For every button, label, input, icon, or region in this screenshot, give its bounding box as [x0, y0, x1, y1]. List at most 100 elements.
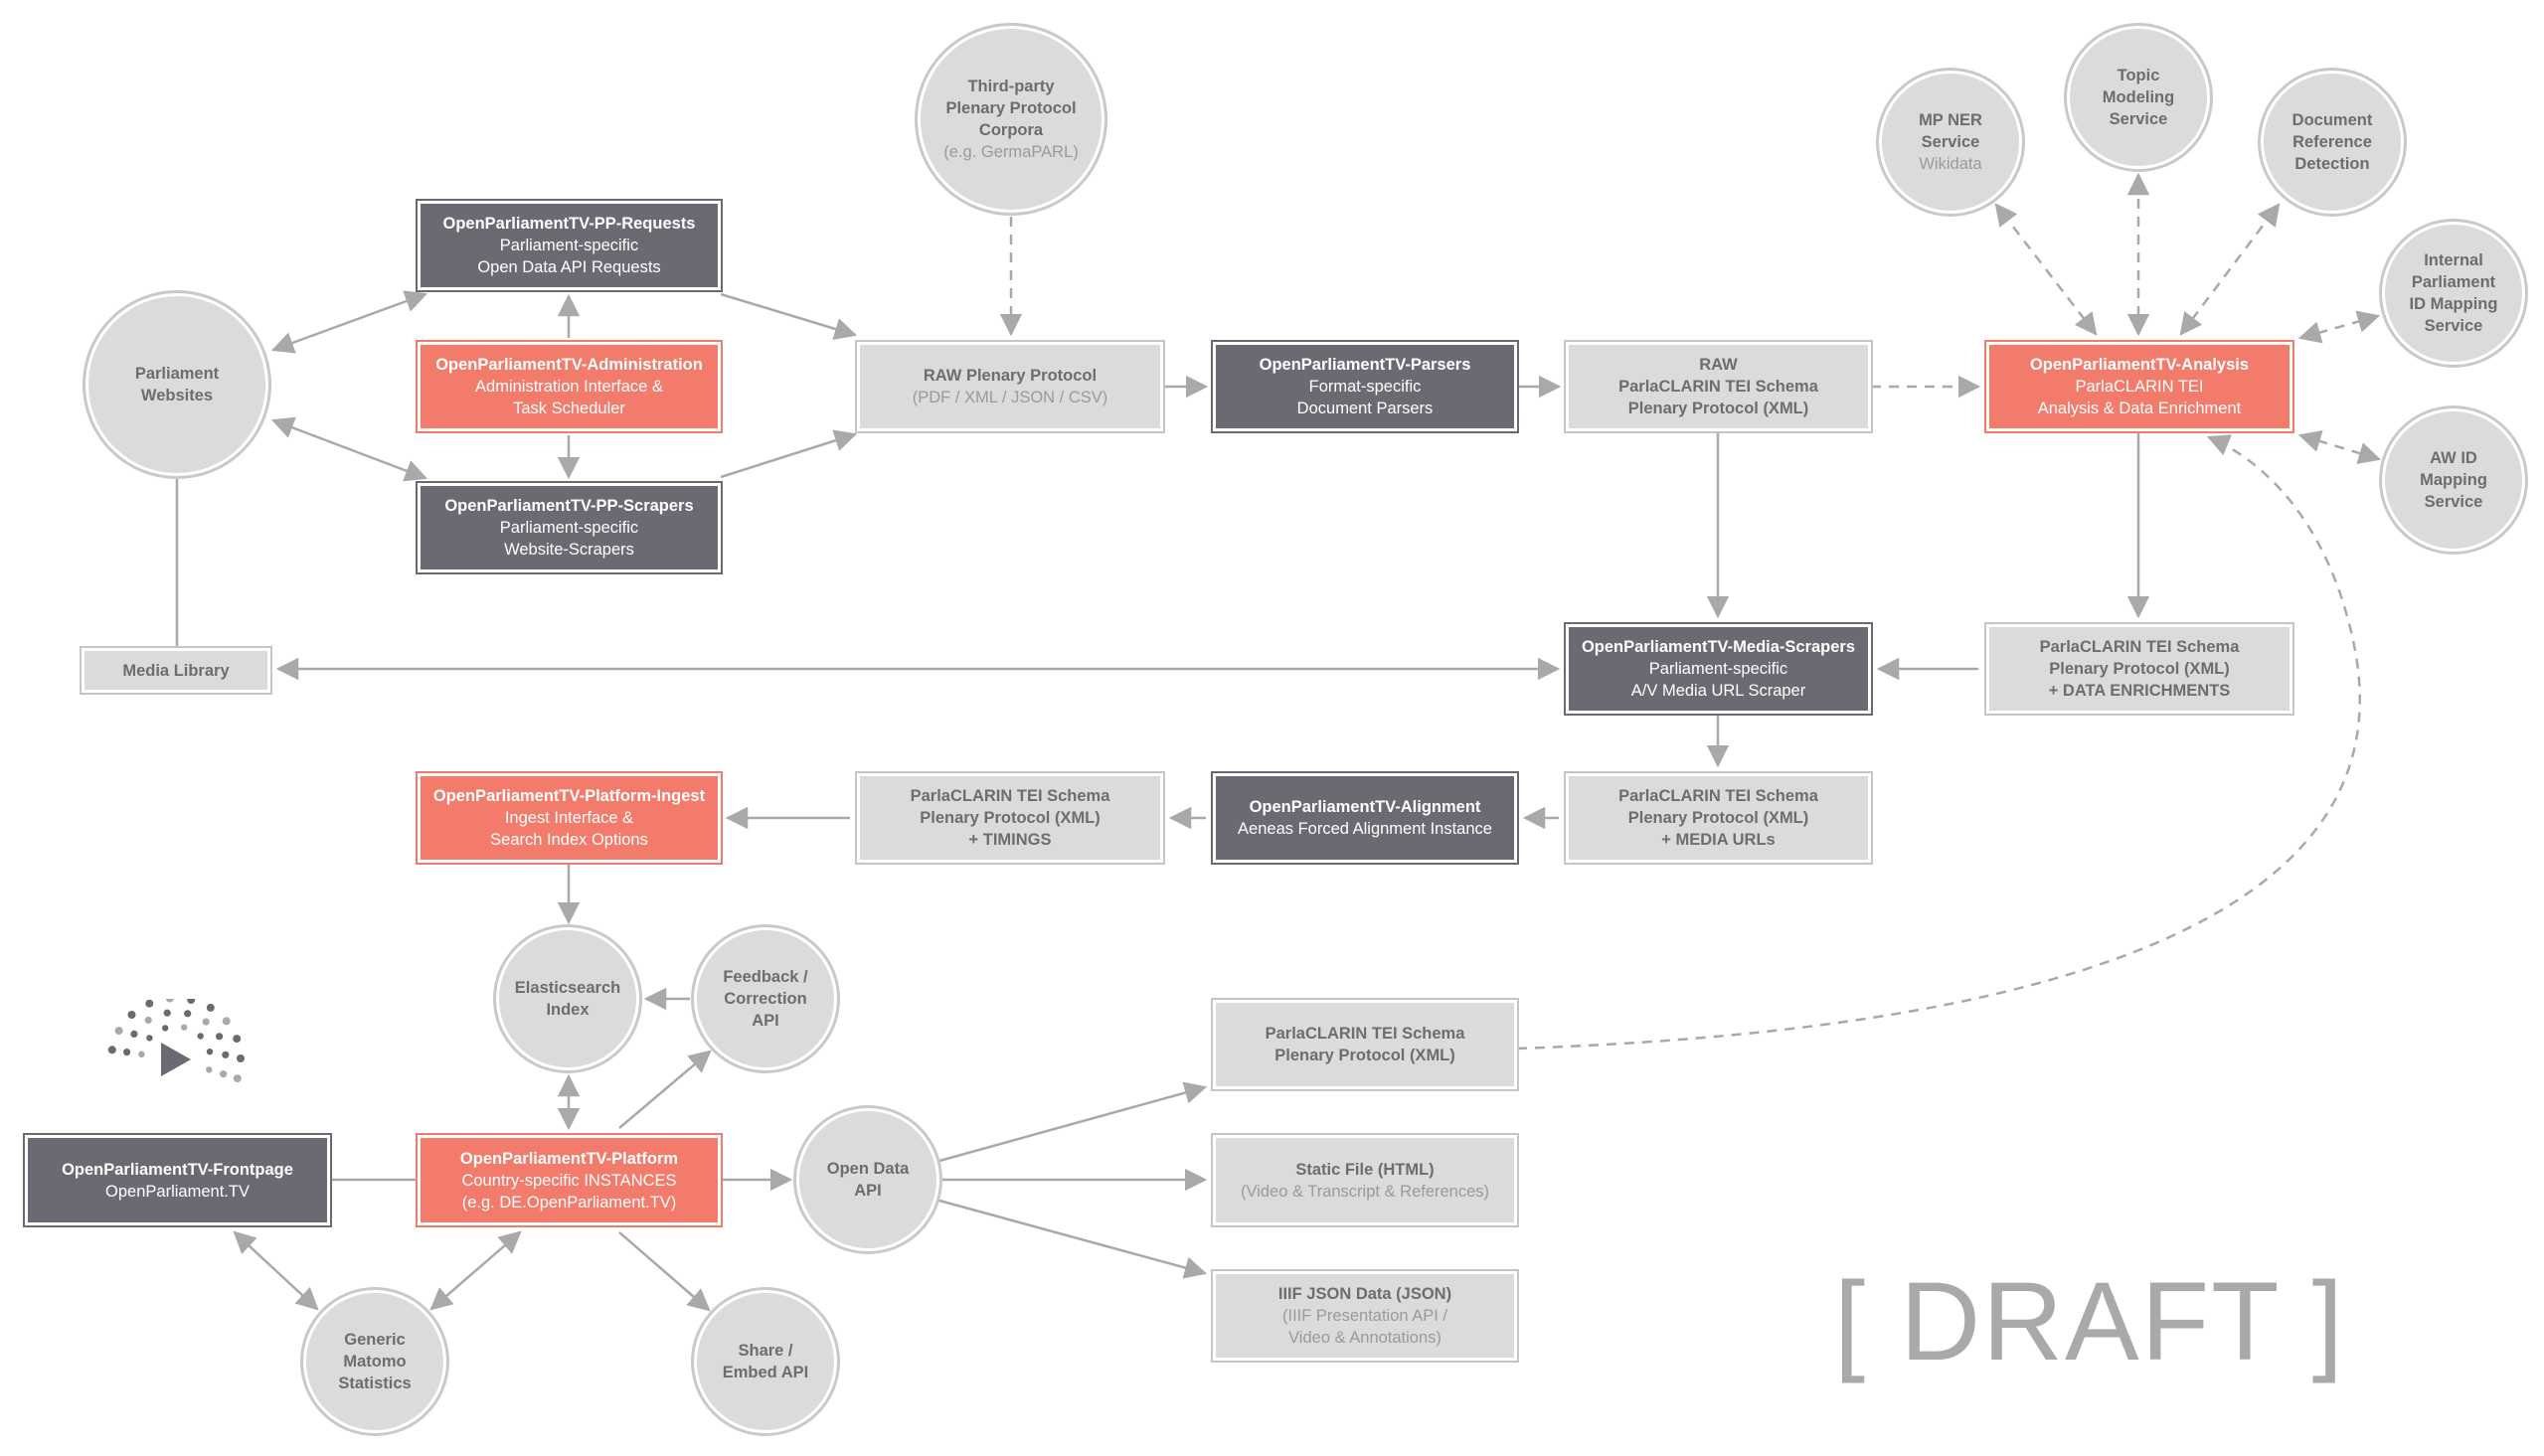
node-media-library: Media Library	[80, 646, 272, 695]
node-label-line: Document Parsers	[1296, 400, 1434, 417]
connector-frontpage-to-matomo-statistics	[233, 1230, 319, 1311]
logo-dot	[146, 1035, 153, 1042]
node-label-line: Matomo	[343, 1353, 407, 1371]
logo-dot	[162, 1025, 169, 1032]
logo-dot	[237, 1054, 245, 1062]
node-label-line: OpenParliamentTV-Platform	[459, 1149, 679, 1168]
logo-dot	[184, 1010, 192, 1018]
logo-dot	[233, 1035, 242, 1044]
logo-dot	[233, 1074, 242, 1083]
node-label-line: Websites	[140, 387, 214, 404]
logo-dot	[144, 1016, 152, 1025]
node-raw-plenary-protocol: RAW Plenary Protocol (PDF / XML / JSON / …	[855, 340, 1165, 433]
node-label-line: OpenParliamentTV-Alignment	[1249, 798, 1481, 816]
node-label-line: ID Mapping	[2409, 295, 2498, 313]
node-label-line: Corpora	[978, 121, 1044, 139]
node-label-line: Open Data	[826, 1160, 910, 1178]
node-label-line: Embed API	[722, 1364, 809, 1381]
connector-analysis-to-mp-ner-service	[1994, 203, 2098, 336]
node-label-line: Country-specific INSTANCES	[461, 1171, 677, 1190]
logo-dot	[187, 999, 196, 1004]
connector-pp-scrapers-to-parliament-websites	[270, 416, 428, 482]
node-label-line: (Video & Transcript & References)	[1240, 1182, 1490, 1201]
node-label-line: Administration Interface &	[475, 378, 663, 396]
logo-dot	[216, 1033, 224, 1041]
node-label-line: Service	[1921, 133, 1980, 151]
node-label-line: Parliament	[134, 365, 220, 383]
node-label-line: (IIIF Presentation API /	[1282, 1307, 1447, 1325]
node-label-line: OpenParliamentTV-PP-Requests	[442, 215, 696, 233]
node-label-line: OpenParliamentTV-Media-Scrapers	[1581, 638, 1856, 656]
node-label-line: Wikidata	[1919, 155, 1982, 173]
node-label-line: + TIMINGS	[968, 831, 1052, 849]
node-label-line: AW ID	[2430, 449, 2477, 467]
node-label-line: OpenParliamentTV-PP-Scrapers	[444, 497, 694, 515]
logo-dot	[206, 1049, 214, 1055]
node-label-line: Task Scheduler	[513, 400, 625, 417]
node-label-line: Plenary Protocol (XML)	[920, 809, 1101, 827]
openparliamenttv-logo	[107, 999, 245, 1083]
node-label-line: Plenary Protocol	[945, 99, 1077, 117]
node-label-line: OpenParliamentTV-Platform-Ingest	[432, 787, 706, 805]
node-label-line: IIIF JSON Data (JSON)	[1277, 1285, 1452, 1303]
node-label-line: OpenParliamentTV-Parsers	[1259, 356, 1471, 374]
node-label-line: Analysis & Data Enrichment	[2037, 400, 2242, 417]
node-label-line: Elasticsearch	[514, 979, 621, 997]
node-label-line: Share /	[738, 1342, 793, 1360]
node-label-line: Modeling	[2102, 88, 2175, 106]
node-label-line: Service	[2424, 317, 2483, 335]
node-label-line: RAW Plenary Protocol	[923, 367, 1098, 385]
logo-dot	[123, 1049, 131, 1056]
node-label-line: ParlaCLARIN TEI Schema	[910, 787, 1110, 805]
node-label-line: + DATA ENRICHMENTS	[2048, 682, 2231, 700]
node-label-line: ParlaCLARIN TEI Schema	[1618, 787, 1818, 805]
node-label-line: ParlaCLARIN TEI Schema	[2039, 638, 2240, 656]
node-label-line: Statistics	[338, 1375, 412, 1392]
logo-dot	[197, 1033, 204, 1040]
node-label-line: Plenary Protocol (XML)	[1627, 400, 1809, 417]
node-label-line: Service	[2424, 493, 2483, 511]
node-label-line: Aeneas Forced Alignment Instance	[1238, 820, 1492, 838]
logo-dot	[181, 1024, 188, 1031]
node-label-line: Document	[2291, 111, 2373, 129]
node-share-embed-api: Share / Embed API	[694, 1290, 837, 1433]
node-label-line: Third-party	[967, 78, 1055, 95]
node-label-line: Video & Annotations)	[1288, 1329, 1442, 1347]
node-label-line: (e.g. DE.OpenParliament.TV)	[461, 1193, 677, 1212]
node-label-line: Plenary Protocol (XML)	[1274, 1047, 1455, 1064]
logo-dot	[114, 1027, 123, 1036]
node-label-line: Internal	[2424, 251, 2483, 269]
logo-dot	[107, 1046, 116, 1054]
draft-watermark: [ DRAFT ]	[1834, 1259, 2345, 1383]
node-label-line: Media Library	[122, 661, 230, 680]
connector-open-data-api-to-parlaclarin-output	[938, 1081, 1208, 1163]
node-label-line: Plenary Protocol (XML)	[1627, 809, 1809, 827]
connector-platform-to-matomo-statistics	[429, 1230, 522, 1311]
connector-pp-requests-to-raw-plenary-protocol	[720, 292, 858, 340]
logo-dot	[222, 1017, 231, 1026]
node-label-line: OpenParliamentTV-Administration	[435, 356, 703, 374]
node-label-line: Reference	[2292, 133, 2372, 151]
node-label-line: ParlaCLARIN TEI	[2075, 378, 2204, 396]
node-label-line: ParlaCLARIN TEI Schema	[1265, 1025, 1465, 1043]
node-label-line: (PDF / XML / JSON / CSV)	[912, 389, 1108, 406]
node-label-line: A/V Media URL Scraper	[1630, 682, 1806, 700]
node-label-line: (e.g. GermaPARL)	[943, 143, 1079, 161]
node-label-line: API	[752, 1012, 779, 1030]
node-label-line: Search Index Options	[490, 831, 648, 849]
connector-pp-requests-to-parliament-websites	[270, 290, 428, 354]
